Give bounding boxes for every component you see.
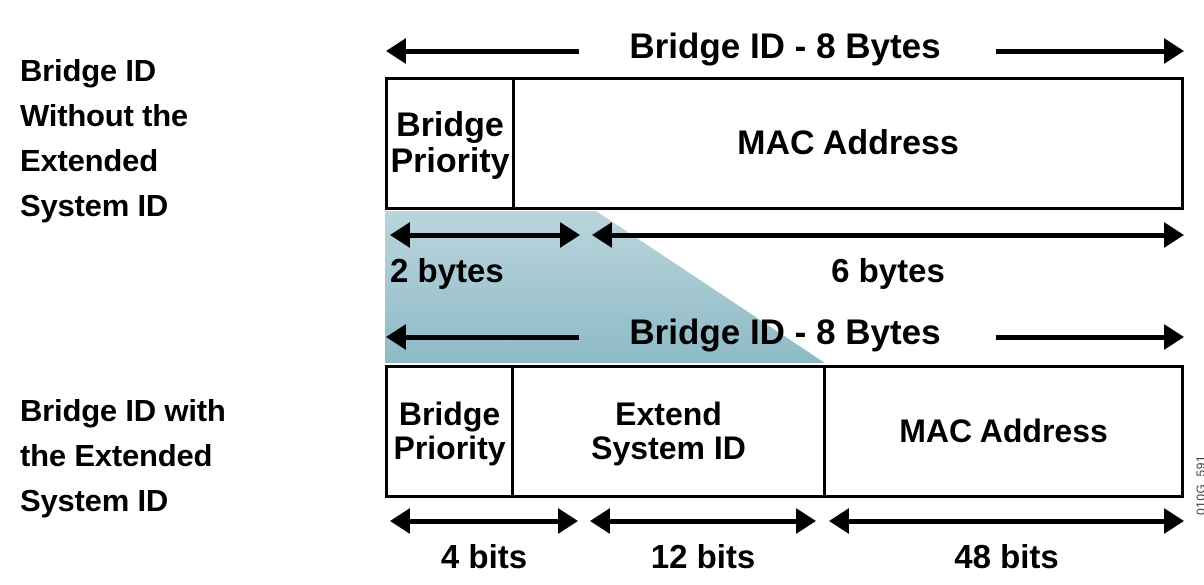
arrow-head-left-icon: [592, 222, 612, 248]
arrow-shaft: [610, 232, 1166, 238]
field-bridge-priority-bottom: Bridge Priority: [388, 368, 514, 495]
field-label-mac-address-top: MAC Address: [737, 123, 959, 162]
field-label-bridge-priority-bottom: Bridge Priority: [393, 396, 506, 466]
arrow-shaft: [408, 232, 562, 238]
arrow-shaft-left: [404, 334, 579, 340]
arrow-head-left-icon: [829, 508, 849, 534]
arrow-head-left-icon: [386, 38, 406, 64]
field-bridge-priority-top: Bridge Priority: [388, 80, 515, 207]
caption-bridge-id-without-extended-system-id: Bridge ID Without the Extended System ID: [20, 53, 188, 223]
size-label-12-bits: 12 bits: [650, 538, 756, 575]
arrow-shaft-right: [996, 334, 1166, 340]
arrow-shaft: [608, 518, 798, 524]
arrow-head-right-icon: [1164, 222, 1184, 248]
size-arrow-2-bytes: [390, 222, 580, 248]
size-label-48-bits: 48 bits: [954, 538, 1059, 575]
field-label-bridge-priority-top: Bridge Priority: [390, 106, 510, 180]
field-extend-system-id: Extend System ID: [514, 368, 826, 495]
top-span-label: Bridge ID - 8 Bytes: [629, 27, 941, 66]
arrow-head-right-icon: [1164, 324, 1184, 350]
arrow-shaft: [847, 518, 1166, 524]
bridge-id-frame-with-extended: Bridge Priority Extend System ID MAC Add…: [385, 365, 1184, 498]
watermark-label: 010G_591: [1194, 454, 1204, 515]
arrow-head-right-icon: [558, 508, 578, 534]
caption-bridge-id-with-extended-system-id: Bridge ID with the Extended System ID: [20, 393, 226, 518]
field-mac-address-bottom: MAC Address: [826, 368, 1181, 495]
arrow-head-right-icon: [1164, 508, 1184, 534]
size-arrow-4-bits: [390, 508, 578, 534]
field-mac-address-top: MAC Address: [515, 80, 1181, 207]
arrow-head-left-icon: [390, 508, 410, 534]
size-arrow-6-bytes: [592, 222, 1184, 248]
field-label-mac-address-bottom: MAC Address: [899, 412, 1108, 449]
arrow-head-right-icon: [560, 222, 580, 248]
arrow-head-left-icon: [390, 222, 410, 248]
top-span-arrow: [386, 38, 1184, 64]
arrow-head-left-icon: [386, 324, 406, 350]
bottom-span-arrow: [386, 324, 1184, 350]
arrow-head-left-icon: [590, 508, 610, 534]
size-label-4-bits: 4 bits: [440, 538, 528, 575]
bottom-span-label: Bridge ID - 8 Bytes: [629, 313, 941, 352]
size-arrow-48-bits: [829, 508, 1184, 534]
arrow-shaft-right: [996, 48, 1166, 54]
size-arrow-12-bits: [590, 508, 816, 534]
arrow-shaft: [408, 518, 560, 524]
size-label-2-bytes: 2 bytes: [390, 252, 504, 289]
bridge-id-frame-without-extended: Bridge Priority MAC Address: [385, 77, 1184, 210]
size-label-6-bytes: 6 bytes: [831, 252, 945, 289]
arrow-shaft-left: [404, 48, 579, 54]
field-label-extend-system-id: Extend System ID: [591, 396, 746, 466]
arrow-head-right-icon: [796, 508, 816, 534]
arrow-head-right-icon: [1164, 38, 1184, 64]
